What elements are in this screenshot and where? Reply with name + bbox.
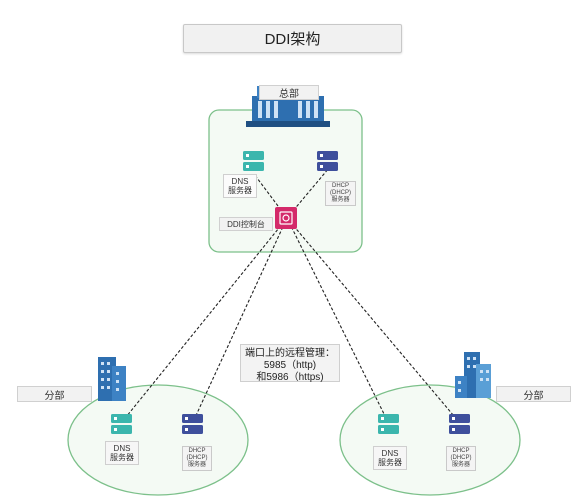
hq-dhcp-server-icon [317,151,338,171]
remote-mgmt-line3: 和5986（https) [256,372,324,383]
branch-right-dhcp-label: DHCP (DHCP) 服务器 [446,446,476,471]
remote-mgmt-line1: 端口上的远程管理： [245,348,335,359]
branch-left-label: 分部 [17,386,92,402]
ddi-console-icon [275,207,297,229]
link-console-right-dhcp [286,217,460,423]
branch-right-region [339,384,521,496]
hq-label: 总部 [259,85,319,100]
branch-right-dns-server-icon [378,414,399,434]
link-console-hq-dns [253,173,288,219]
link-console-right-dns [286,217,389,423]
link-console-left-dhcp [192,217,288,423]
hq-dhcp-label: DHCP (DHCP) 服务器 [325,181,356,206]
branch-left-dns-label: DNS 服务器 [105,441,139,465]
diagram-title: DDI架构 [183,24,402,53]
ddi-console-label: DDI控制台 [219,217,273,231]
branch-right-label: 分部 [496,386,571,402]
branch-right-dhcp-server-icon [449,414,470,434]
hq-dns-label: DNS 服务器 [223,174,257,198]
branch-left-dhcp-server-icon [182,414,203,434]
remote-mgmt-line2: 5985（http) [263,360,317,371]
link-console-left-dns [121,217,288,423]
branch-left-building-icon [98,357,126,401]
branch-left-dhcp-label: DHCP (DHCP) 服务器 [182,446,212,471]
branch-right-building-icon [455,352,491,398]
hq-dns-server-icon [243,151,264,171]
remote-management-note: 端口上的远程管理： 5985（http) 和5986（https) [240,344,340,383]
branch-left-region [67,384,249,496]
branch-right-dns-label: DNS 服务器 [373,446,407,470]
branch-left-dns-server-icon [111,414,132,434]
